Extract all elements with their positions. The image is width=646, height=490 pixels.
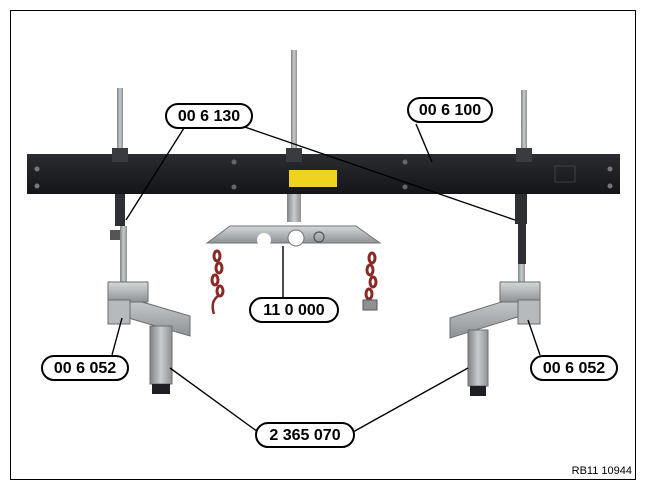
diagram-frame bbox=[10, 10, 636, 480]
warning-label bbox=[289, 170, 337, 187]
callout-crossbar: 00 6 100 bbox=[407, 97, 493, 123]
support-left bbox=[107, 281, 191, 394]
hanger-left bbox=[110, 194, 127, 316]
spindle-nut-left bbox=[112, 148, 128, 162]
threaded-spindle-right bbox=[521, 90, 527, 154]
leader-lines bbox=[111, 123, 541, 433]
lifting-bracket-plate bbox=[205, 225, 382, 247]
support-right bbox=[449, 281, 541, 396]
callout-support-left: 00 6 052 bbox=[41, 355, 129, 381]
chain-right bbox=[362, 251, 378, 311]
spindle-nut-center bbox=[286, 148, 302, 162]
threaded-spindle-left bbox=[117, 88, 123, 154]
callout-feet: 2 365 070 bbox=[255, 422, 355, 448]
callout-support-right: 00 6 052 bbox=[530, 355, 618, 381]
spindle-nut-right bbox=[516, 148, 532, 162]
callout-bracket-upper: 00 6 130 bbox=[165, 103, 253, 129]
hanger-center bbox=[287, 194, 301, 222]
chain-left bbox=[210, 249, 225, 315]
callout-lifting-bracket: 11 0 000 bbox=[249, 297, 339, 323]
hanger-right bbox=[515, 194, 527, 294]
reference-code: RB11 10944 bbox=[571, 465, 632, 477]
threaded-spindle-center bbox=[291, 50, 297, 154]
